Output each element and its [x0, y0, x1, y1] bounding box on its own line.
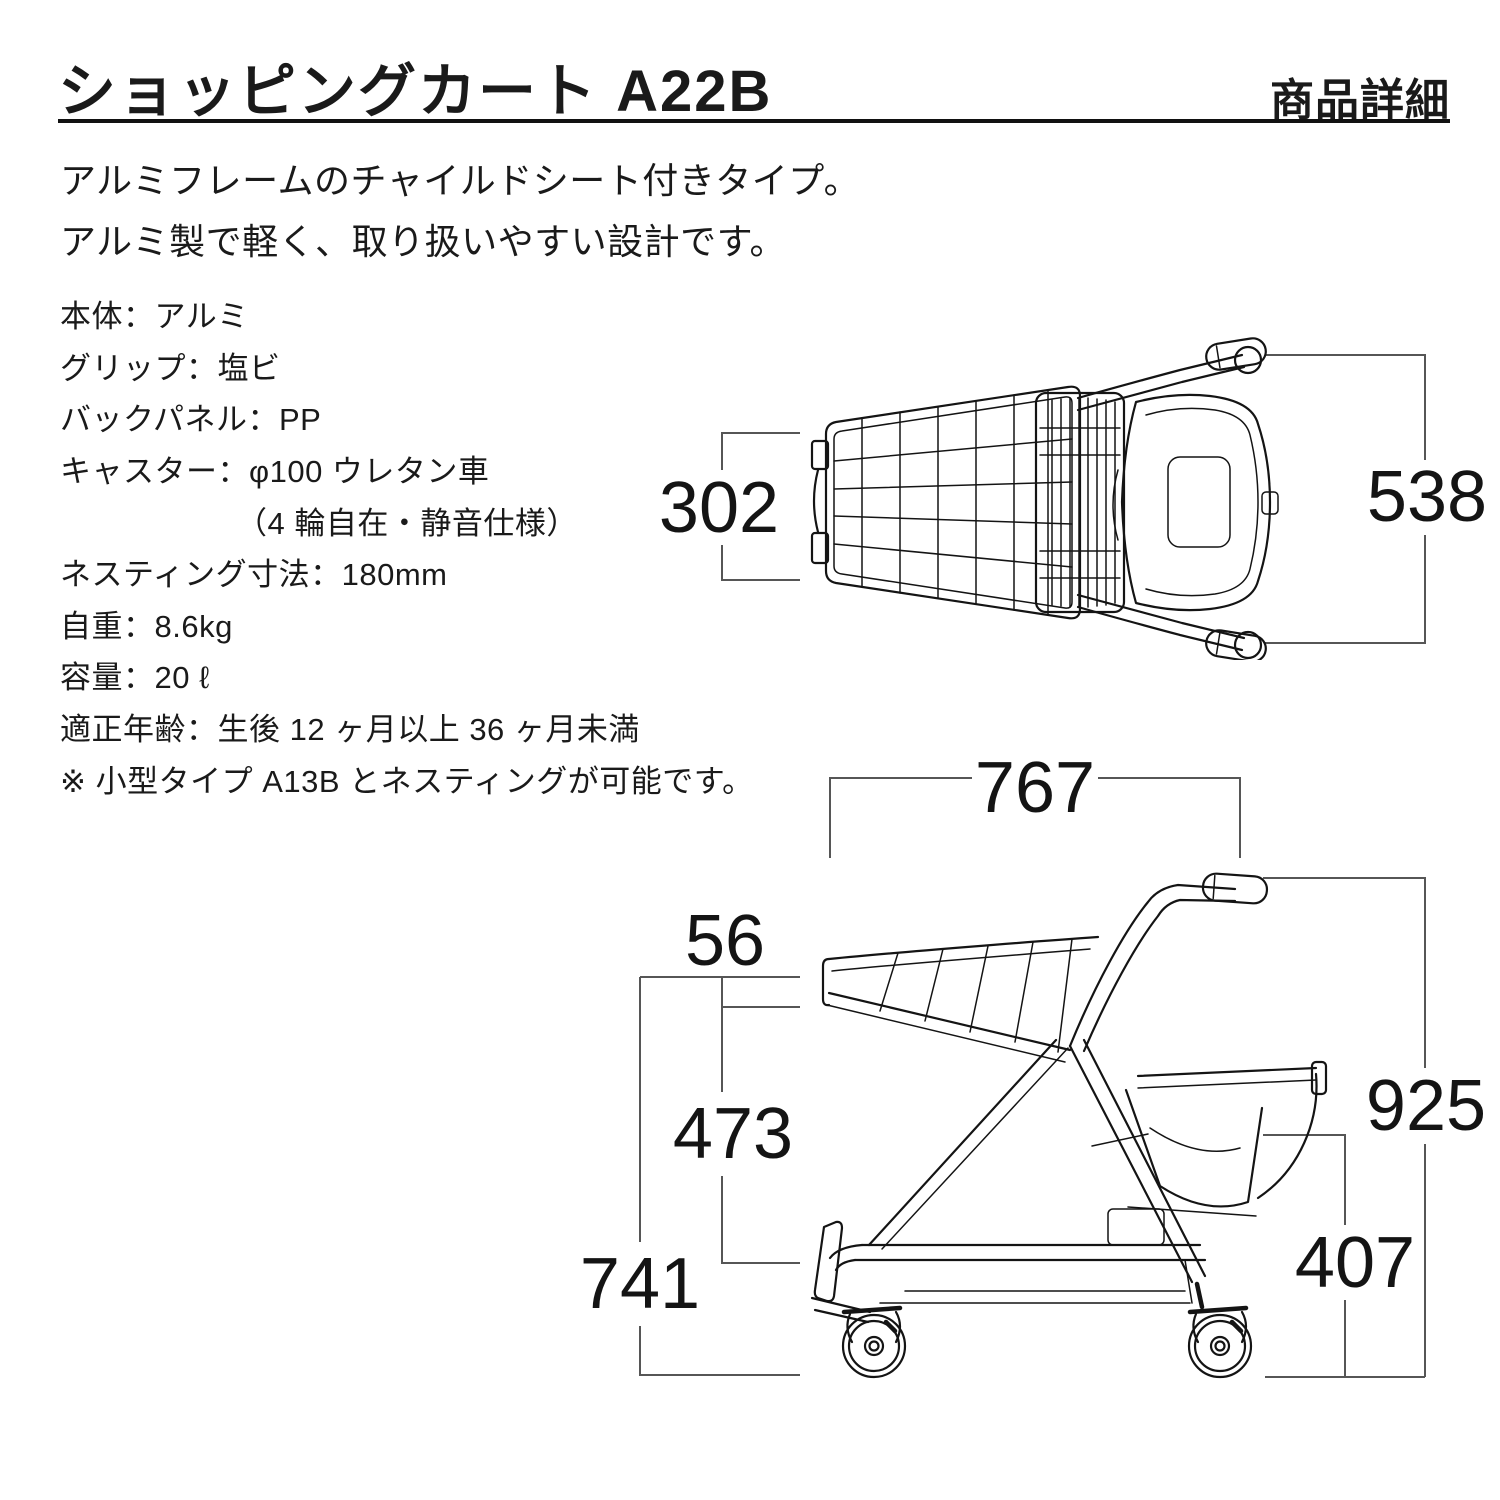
spec-age-range: 適正年齢：生後 12 ヶ月以上 36 ヶ月未満	[60, 712, 640, 748]
page-title: ショッピングカート A22B	[58, 59, 773, 124]
spec-list: 本体：アルミ グリップ：塩ビ バックパネル：PP キャスター：φ100 ウレタン…	[60, 288, 754, 804]
spec-nesting-note: ※ 小型タイプ A13B とネスティングが可能です。	[60, 763, 754, 799]
child-seat-top-view	[1120, 393, 1279, 612]
basket-rim	[824, 385, 1082, 620]
dim-side-basket-lip: 56	[685, 901, 765, 981]
side-view-drawing: 767 56 473 741 925 407	[580, 748, 1486, 1400]
front-tabs	[810, 439, 830, 565]
cart-top-view	[810, 337, 1279, 660]
top-view-dimension-lines	[721, 354, 1426, 644]
spec-back-panel: バックパネル：PP	[60, 402, 322, 438]
spec-weight: 自重：8.6kg	[60, 608, 233, 644]
basket-side	[821, 935, 1100, 1063]
chassis-base	[828, 1208, 1207, 1304]
handle-frame-arms	[1076, 353, 1246, 652]
child-seat-side-view	[1124, 1060, 1328, 1217]
rear-post	[1068, 1038, 1207, 1310]
caster-top-right	[1233, 345, 1263, 375]
spec-capacity: 容量：20 ℓ	[60, 660, 210, 696]
handle-grip-top	[1205, 337, 1267, 371]
dim-side-basket-to-base: 473	[673, 1094, 793, 1174]
basket-rim-inner	[833, 396, 1073, 609]
title-rule	[58, 119, 1450, 123]
spec-body: 本体：アルミ	[60, 299, 249, 335]
basket-wires-long	[833, 438, 1073, 568]
rear-caster	[1189, 1308, 1251, 1377]
spec-grip: グリップ：塩ビ	[60, 350, 281, 386]
spec-caster-note: （4 輪自在・静音仕様）	[236, 505, 578, 541]
top-view-drawing: 302 538	[659, 337, 1487, 660]
description-line-2: アルミ製で軽く、取り扱いやすい設計です。	[60, 221, 787, 262]
dim-side-overall-length: 767	[975, 748, 1095, 828]
handle-grip	[1201, 872, 1269, 905]
dim-side-overall-height: 925	[1366, 1066, 1486, 1146]
spec-caster: キャスター：φ100 ウレタン車	[60, 454, 490, 490]
front-bumper	[810, 1220, 872, 1324]
dim-side-basket-height: 741	[580, 1244, 700, 1324]
description-line-1: アルミフレームのチャイルドシート付きタイプ。	[60, 160, 861, 201]
handle-grip-bottom	[1205, 629, 1267, 660]
corner-label: 商品詳細	[1270, 76, 1450, 125]
cart-side-view	[810, 872, 1328, 1377]
side-view-dimension-lines	[639, 777, 1426, 1378]
handle-post	[1068, 883, 1237, 1053]
spec-nesting: ネスティング寸法：180mm	[60, 557, 448, 593]
back-panel-mesh	[1034, 391, 1126, 614]
basket-brace	[867, 1038, 1149, 1250]
basket-rungs	[879, 938, 1073, 1053]
caster-bottom-right	[1233, 630, 1263, 660]
dim-top-front-width: 302	[659, 468, 779, 548]
dim-side-undercarriage-height: 407	[1295, 1223, 1415, 1303]
dim-top-overall-width: 538	[1367, 457, 1487, 537]
